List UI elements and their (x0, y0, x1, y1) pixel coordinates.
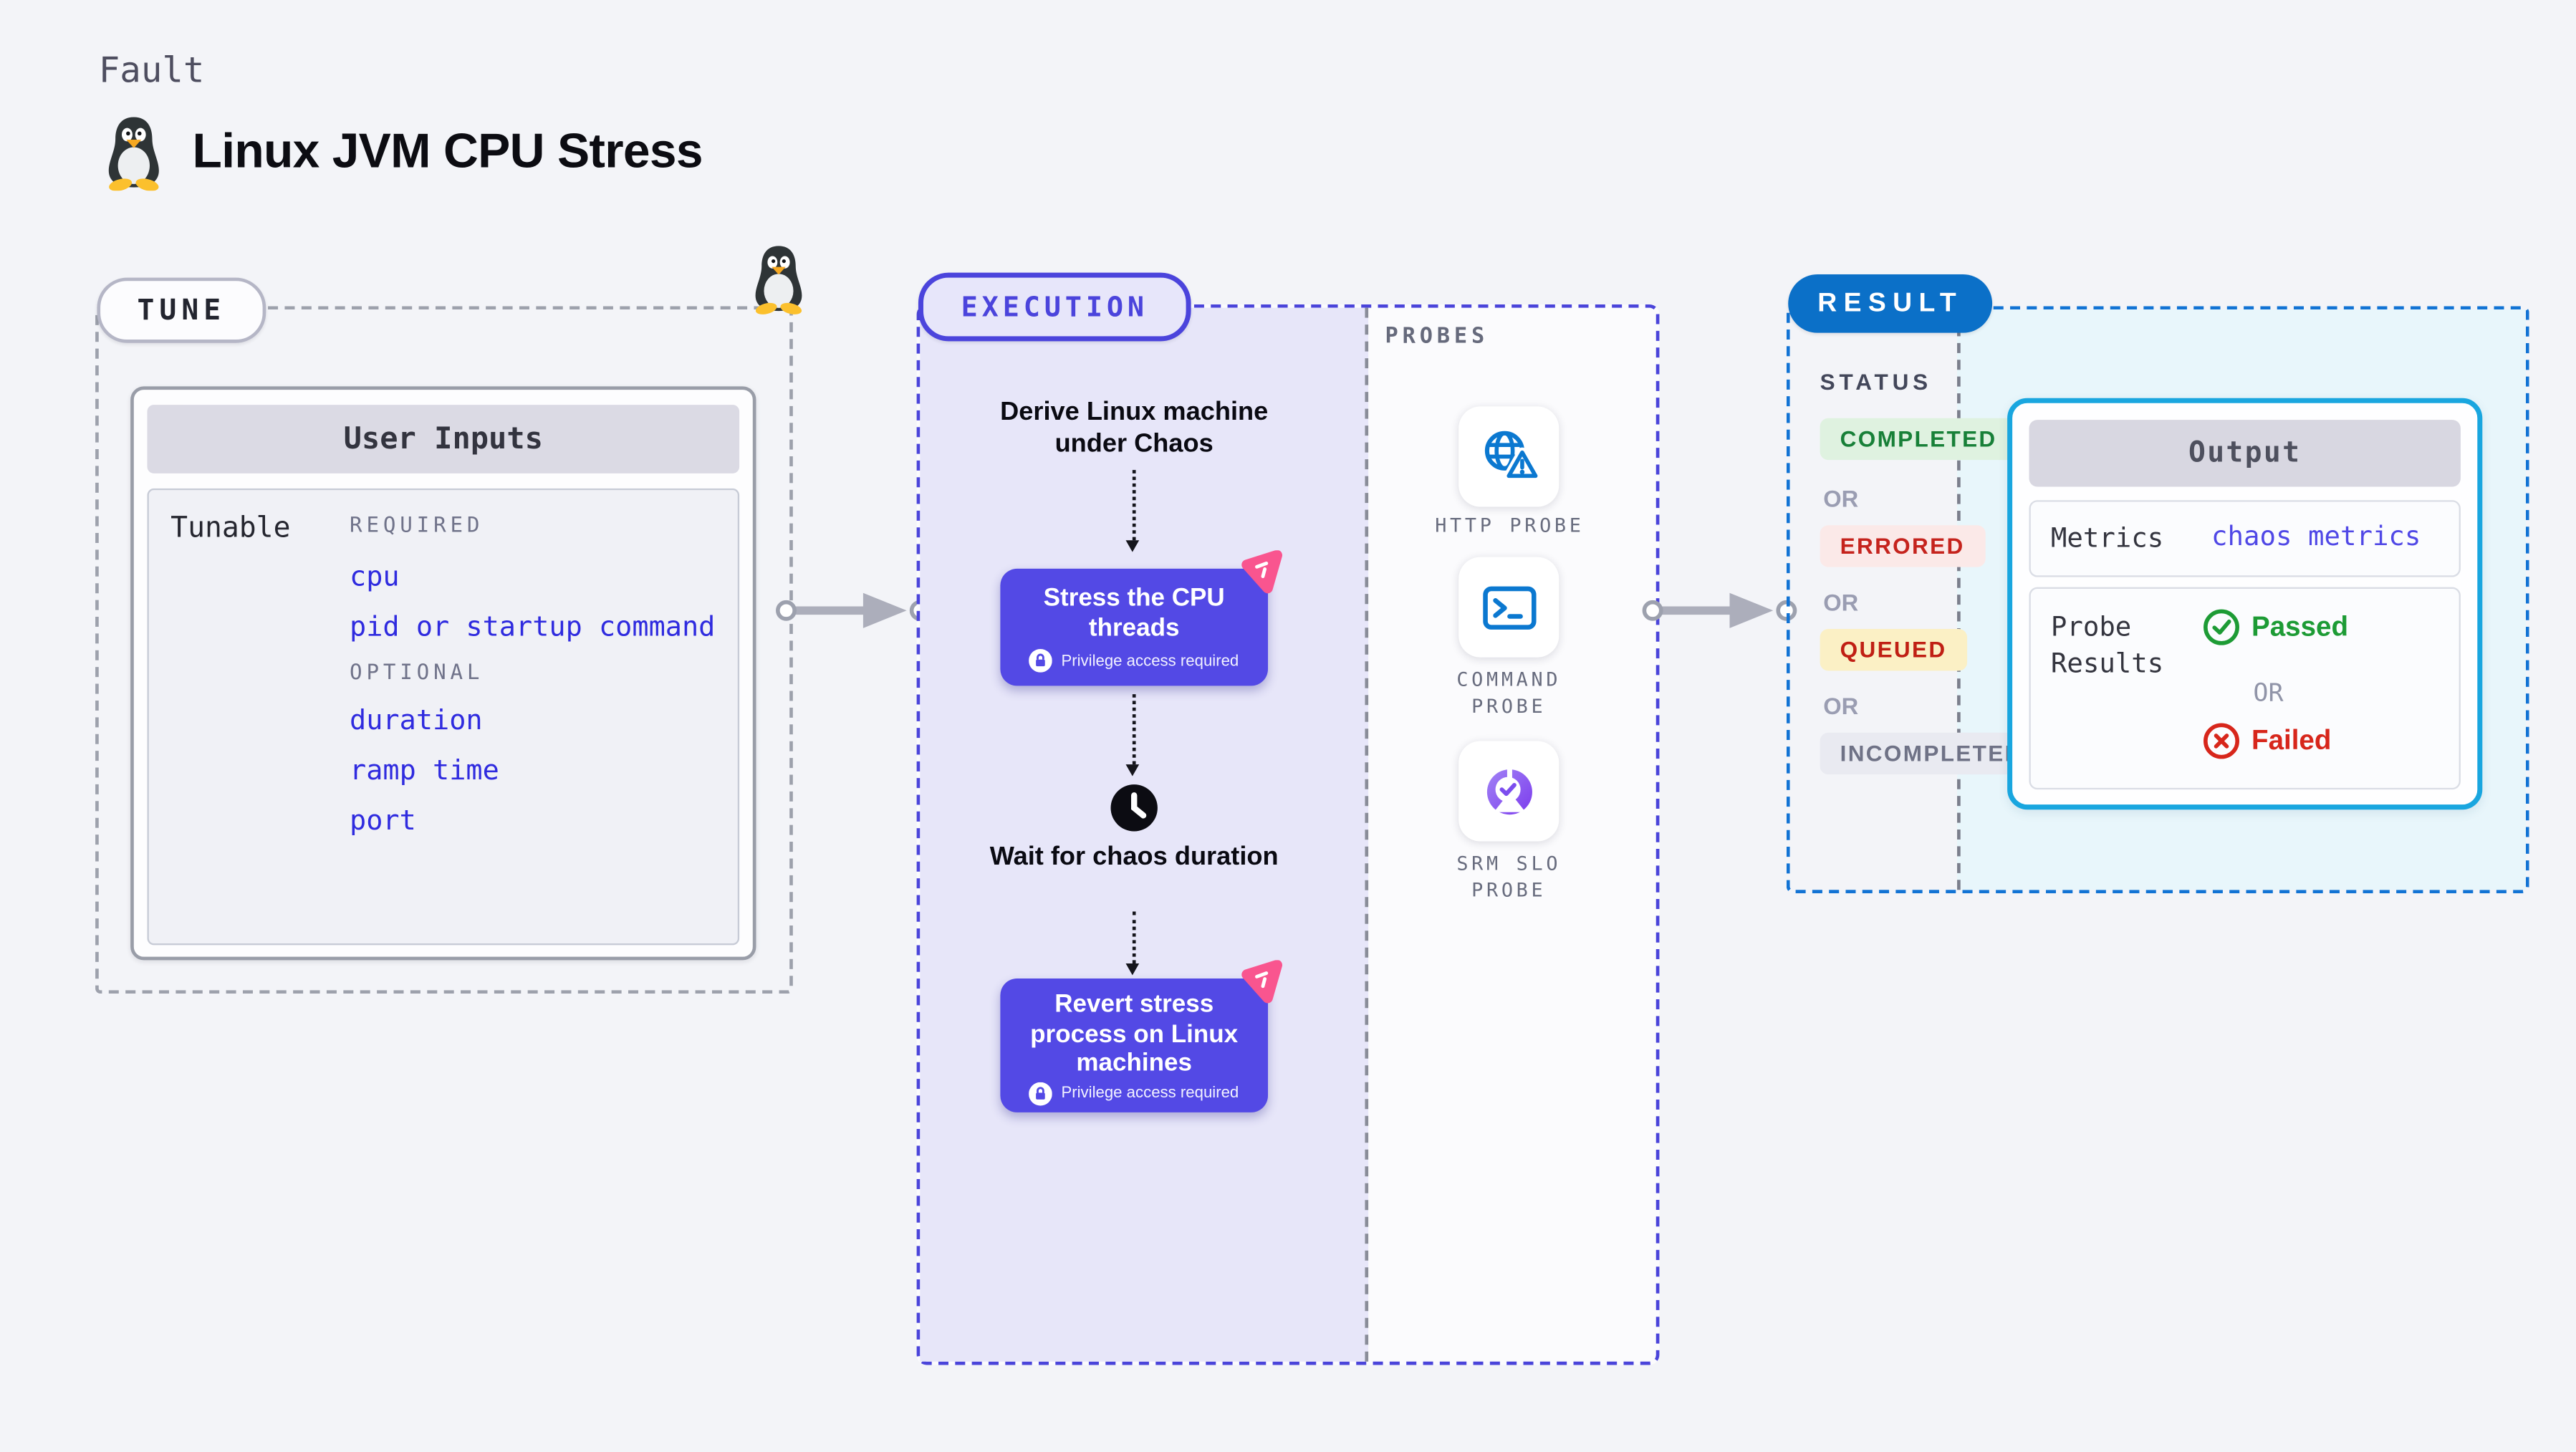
http-probe-card (1458, 406, 1559, 507)
clock-icon (1110, 784, 1158, 832)
tunable-row-label: Tunable (170, 511, 291, 546)
flow-arrowhead (1125, 963, 1140, 976)
step-derive-machine: Derive Linux machine under Chaos (1000, 398, 1269, 458)
tune-section-box (95, 306, 793, 994)
x-circle-icon (2203, 723, 2239, 759)
passed-label: Passed (2251, 611, 2349, 642)
arrow-connector-tune-to-execution (776, 592, 931, 628)
command-probe-card (1458, 557, 1559, 658)
fault-kicker: Fault (98, 50, 205, 91)
flow-dotted-line (1132, 694, 1136, 765)
tunable-link-pid-or-startup-command[interactable]: pid or startup command (350, 610, 716, 643)
check-circle-icon (2203, 609, 2239, 645)
flow-arrowhead (1125, 540, 1140, 552)
chaos-metrics-link[interactable]: chaos metrics (2211, 520, 2421, 552)
output-card: Output Metrics chaos metrics Probe Resul… (2007, 398, 2483, 810)
status-label: STATUS (1820, 370, 1933, 395)
page-title: Linux JVM CPU Stress (192, 124, 703, 178)
tunable-link-cpu[interactable]: cpu (350, 560, 400, 592)
srm-slo-probe-card (1458, 741, 1559, 842)
flow-dotted-line (1132, 470, 1136, 541)
revert-stress-step-card: Revert stress process on Linux machines … (1000, 960, 1283, 1112)
linux-tux-icon (108, 117, 159, 191)
or-separator: OR (1823, 485, 1859, 512)
user-inputs-card: User Inputs Tunable REQUIRED cpu pid or … (130, 386, 756, 961)
linux-tux-corner-icon (755, 246, 802, 314)
privilege-note-row: Privilege access required (1000, 1081, 1268, 1105)
tunable-link-port[interactable]: port (350, 804, 416, 837)
command-probe-label: COMMAND PROBE (1456, 667, 1562, 718)
or-separator: OR (2253, 677, 2284, 708)
arrow-connector-execution-to-result (1642, 592, 1797, 628)
passed-result: Passed (2203, 609, 2348, 645)
failed-result: Failed (2203, 723, 2331, 759)
status-badge-completed: COMPLETED (1820, 418, 2017, 461)
or-separator: OR (1823, 588, 1859, 616)
chaos-badge-icon (1241, 960, 1283, 1004)
revert-stress-step-title: Revert stress process on Linux machines (1030, 990, 1239, 1077)
optional-group-label: OPTIONAL (350, 659, 484, 685)
metrics-row: Metrics chaos metrics (2029, 500, 2461, 577)
step-wait-duration: Wait for chaos duration (989, 842, 1279, 872)
privilege-note-row: Privilege access required (1000, 649, 1268, 673)
metrics-label: Metrics (2050, 521, 2164, 554)
status-badge-incompleted: INCOMPLETED (1820, 732, 2043, 775)
flow-arrowhead (1125, 764, 1140, 777)
output-title: Output (2029, 420, 2461, 487)
http-probe-label: HTTP PROBE (1435, 513, 1585, 537)
probe-results-row: Probe Results Passed OR Failed (2029, 587, 2461, 790)
result-section-badge: RESULT (1788, 274, 1993, 333)
tunable-link-ramp-time[interactable]: ramp time (350, 754, 499, 787)
pie-check-icon (1486, 766, 1532, 814)
probes-section-label: PROBES (1385, 324, 1489, 350)
stress-cpu-step-title: Stress the CPU threads (1043, 583, 1225, 642)
status-badge-queued: QUEUED (1820, 628, 1967, 671)
privilege-note: Privilege access required (1061, 651, 1239, 670)
lock-icon (1029, 649, 1053, 673)
terminal-icon (1482, 585, 1536, 629)
execution-flow-panel (920, 307, 1369, 1362)
tunable-link-duration[interactable]: duration (350, 704, 483, 736)
failed-label: Failed (2251, 725, 2332, 756)
execution-section-badge: EXECUTION (918, 272, 1191, 342)
tune-section-badge: TUNE (97, 277, 266, 343)
probe-results-label: Probe Results (2050, 610, 2164, 680)
srm-slo-probe-label: SRM SLO PROBE (1456, 851, 1562, 902)
status-badge-errored: ERRORED (1820, 525, 1985, 567)
page-title-row: Linux JVM CPU Stress (100, 114, 703, 191)
stress-cpu-step-card: Stress the CPU threads Privilege access … (1000, 550, 1283, 686)
flow-dotted-line (1132, 911, 1136, 964)
or-separator: OR (1823, 692, 1859, 720)
user-inputs-table: Tunable REQUIRED cpu pid or startup comm… (147, 488, 740, 946)
user-inputs-title: User Inputs (147, 405, 740, 473)
chaos-badge-icon (1241, 550, 1283, 594)
globe-warning-icon (1484, 430, 1540, 481)
lock-icon (1029, 1081, 1053, 1105)
privilege-note: Privilege access required (1061, 1084, 1239, 1102)
required-group-label: REQUIRED (350, 511, 484, 537)
